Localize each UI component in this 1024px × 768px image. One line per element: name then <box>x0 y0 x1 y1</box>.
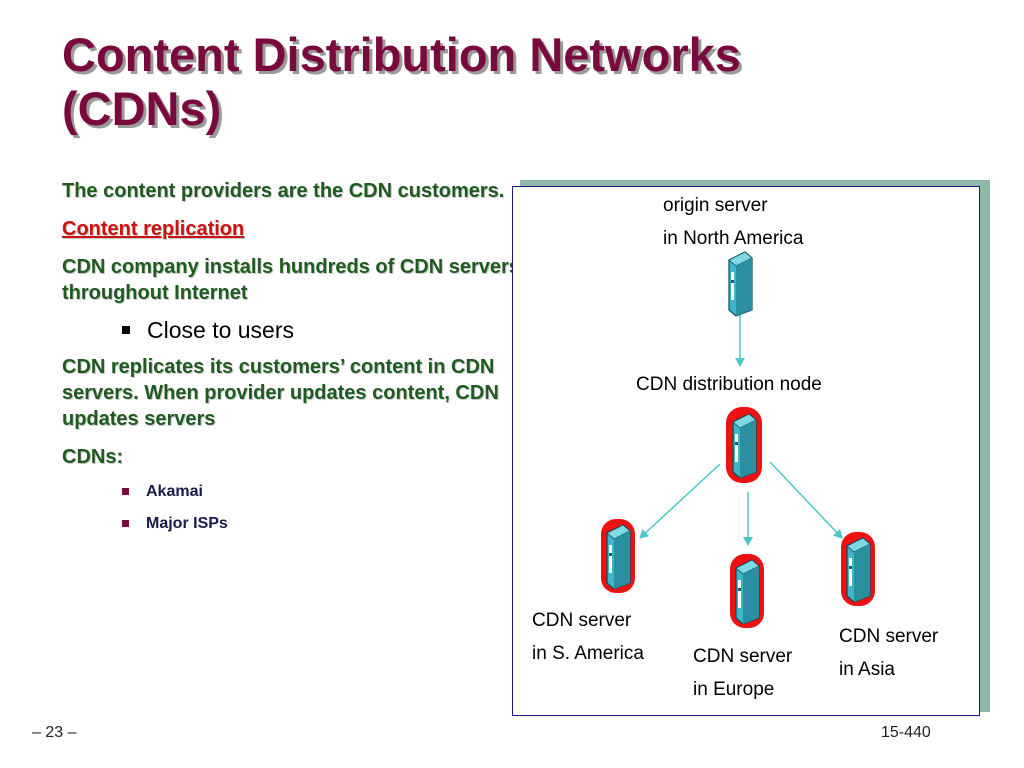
arrow-node-to-asia <box>769 461 843 539</box>
sub-bullet-square-icon <box>122 520 129 527</box>
origin-server-label: origin server in North America <box>663 189 803 255</box>
server-asia-label: CDN server in Asia <box>839 620 938 686</box>
bullet-close-to-users: Close to users <box>62 316 542 344</box>
server-europe-label: CDN server in Europe <box>693 640 792 706</box>
sub-bullet-text: Major ISPs <box>146 515 228 532</box>
s-america-label-line-2: in S. America <box>532 643 644 664</box>
origin-server-icon <box>728 251 753 317</box>
slide-title: Content Distribution Networks (CDNs) <box>62 28 741 136</box>
title-line-1: Content Distribution Networks <box>62 28 741 81</box>
arrow-node-to-s-america <box>639 463 721 539</box>
sub-bullet-text: Akamai <box>146 483 203 500</box>
para-installs-servers: CDN company installs hundreds of CDN ser… <box>62 256 520 304</box>
bullet-text: Close to users <box>147 317 295 343</box>
europe-label-line-2: in Europe <box>693 679 775 700</box>
europe-label-line-1: CDN server <box>693 646 793 667</box>
para-cdn-customers: The content providers are the CDN custom… <box>62 180 505 202</box>
para-content-replication: Content replication <box>62 218 245 240</box>
asia-label-line-1: CDN server <box>839 626 939 647</box>
origin-label-line-1: origin server <box>663 195 768 216</box>
server-asia-icon <box>841 532 875 606</box>
slide-body: The content providers are the CDN custom… <box>62 178 542 546</box>
distribution-node-server-icon <box>726 407 762 483</box>
para-cdns-heading: CDNs: <box>62 446 124 468</box>
page-number: – 23 – <box>32 724 77 741</box>
sub-bullet-akamai: Akamai <box>62 482 542 502</box>
origin-label-line-2: in North America <box>663 228 804 249</box>
para-replicates-content: CDN replicates its customers’ content in… <box>62 356 499 430</box>
server-europe-icon <box>730 554 764 628</box>
server-s-america-icon <box>601 519 635 593</box>
s-america-label-line-1: CDN server <box>532 610 632 631</box>
asia-label-line-2: in Asia <box>839 659 895 680</box>
bullet-square-icon <box>122 326 130 334</box>
title-line-2: (CDNs) <box>62 82 222 135</box>
sub-bullet-major-isps: Major ISPs <box>62 514 542 534</box>
server-s-america-label: CDN server in S. America <box>532 604 644 670</box>
course-number: 15-440 <box>881 724 931 741</box>
distribution-node-label: CDN distribution node <box>636 374 822 395</box>
sub-bullet-square-icon <box>122 488 129 495</box>
